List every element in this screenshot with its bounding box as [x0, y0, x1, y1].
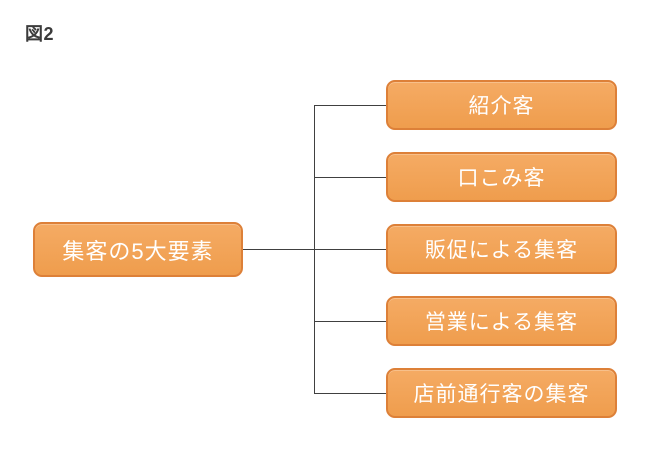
branch-node-sales-promotion-customers: 販促による集客 [386, 224, 617, 274]
connector-branch-1 [314, 105, 386, 106]
branch-node-word-of-mouth-customers: 口こみ客 [386, 152, 617, 202]
connector-branch-4 [314, 321, 386, 322]
figure-label: 図2 [25, 24, 55, 44]
connector-branch-5 [314, 393, 386, 394]
branch-node-storefront-passerby-customers: 店前通行客の集客 [386, 368, 617, 418]
connector-root-to-trunk [243, 249, 314, 250]
connector-branch-3 [314, 249, 386, 250]
connector-branch-2 [314, 177, 386, 178]
root-node: 集客の5大要素 [33, 222, 243, 277]
branch-node-referral-customers: 紹介客 [386, 80, 617, 130]
branch-node-sales-activity-customers: 営業による集客 [386, 296, 617, 346]
